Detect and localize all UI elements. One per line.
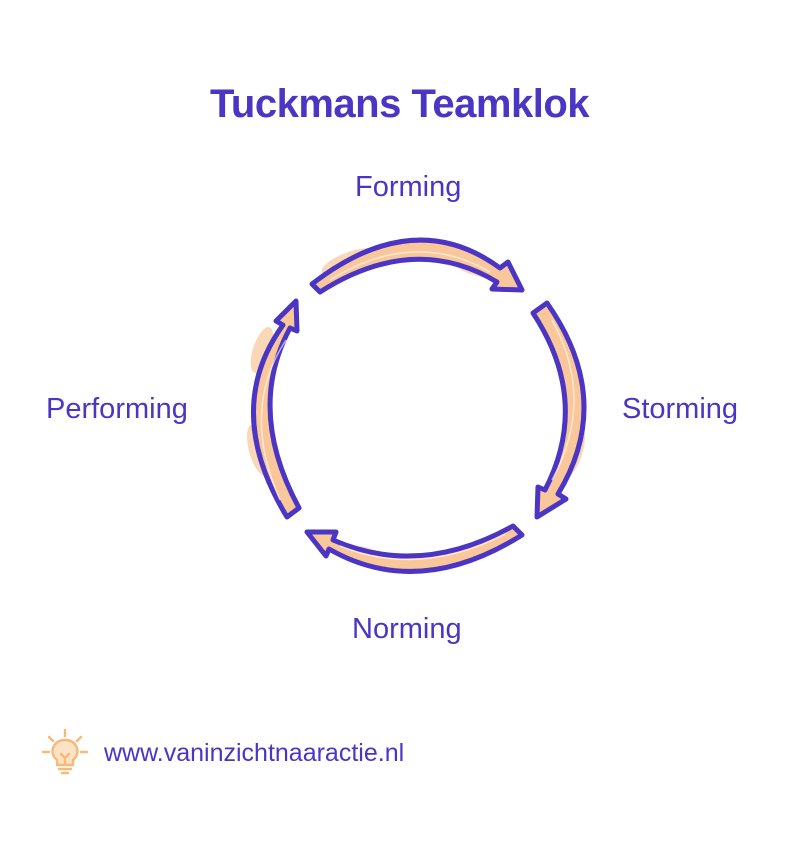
lightbulb-icon — [41, 728, 89, 775]
arrow-forming-to-storming — [309, 237, 525, 295]
stage-label-storming: Storming — [622, 393, 739, 425]
arrow-performing-to-forming — [251, 298, 302, 520]
diagram-title: Tuckmans Teamklok — [209, 82, 590, 126]
stage-label-performing: Performing — [46, 393, 188, 425]
arrow-norming-to-performing — [304, 523, 525, 574]
website-link[interactable]: www.vaninzichtnaaractie.nl — [104, 739, 405, 767]
arrow-storming-to-norming — [530, 300, 587, 520]
stage-label-forming: Forming — [355, 171, 462, 203]
sketch-strokes — [260, 251, 575, 561]
stage-label-norming: Norming — [352, 613, 462, 645]
background-splashes — [247, 248, 585, 571]
